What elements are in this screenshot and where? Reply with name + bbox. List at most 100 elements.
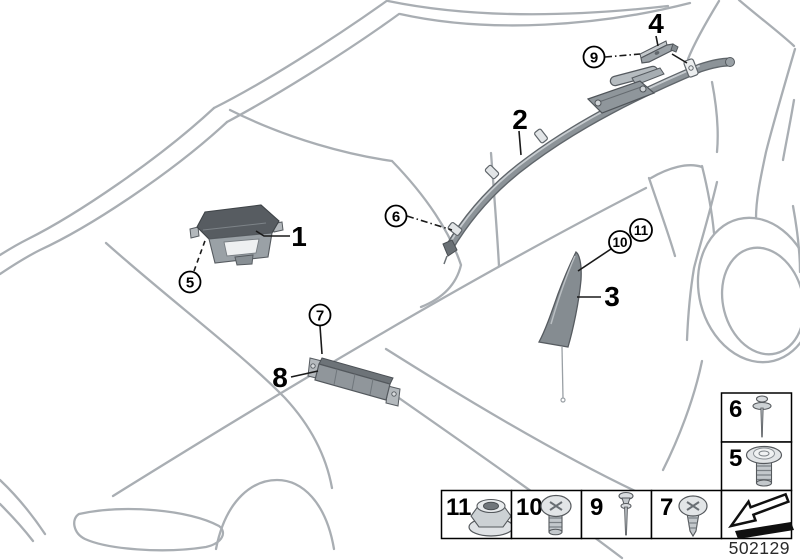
direction-of-travel-arrow-icon xyxy=(728,492,794,539)
legend-cell-arrow[interactable] xyxy=(720,489,795,540)
knee-bolt xyxy=(391,391,397,397)
car-roof-rear-near xyxy=(398,1,692,27)
part-curtain-airbag xyxy=(442,57,735,265)
leader-6-dashdot xyxy=(406,215,453,231)
leader-5-dashed xyxy=(193,237,207,272)
car-beltline xyxy=(111,186,648,498)
callout-8[interactable]: 8 xyxy=(272,362,288,393)
knee-rib xyxy=(351,373,356,391)
knee-rib xyxy=(333,368,338,386)
curtain-front-strap xyxy=(443,255,448,265)
car-seat-top-line xyxy=(649,164,704,180)
circled-callout-11-label: 11 xyxy=(634,223,649,238)
pillar-trim-tether-end xyxy=(560,397,566,403)
car-c-pillar-lower xyxy=(710,80,719,154)
circled-callout-6[interactable]: 6 xyxy=(384,204,408,228)
car-c-pillar-upper xyxy=(686,0,721,61)
callout-1[interactable]: 1 xyxy=(291,221,307,252)
generator-bolt xyxy=(594,99,602,107)
airbag1-left-tab xyxy=(189,226,200,239)
car-roof-far-edge xyxy=(212,0,390,110)
car-rear-bumper-edge xyxy=(791,204,800,274)
legend-cell-10-label: 10 xyxy=(516,494,543,521)
circled-callout-9-label: 9 xyxy=(590,49,598,66)
car-headlight xyxy=(73,507,225,552)
leader-4 xyxy=(655,35,659,47)
car-rocker-line-upper xyxy=(384,347,670,508)
part-pillar-trim xyxy=(537,251,582,403)
legend-cell-6[interactable]: 6 xyxy=(720,392,793,443)
car-c-pillar-near-sweep xyxy=(754,47,797,220)
bracket-tab xyxy=(670,43,679,53)
flange-nut-icon xyxy=(468,498,514,537)
flange-screw-icon xyxy=(745,445,783,487)
circled-callout-6-label: 6 xyxy=(392,208,400,225)
curtain-clips xyxy=(447,58,699,236)
circled-callout-7-label: 7 xyxy=(316,307,324,324)
callout-4[interactable]: 4 xyxy=(648,8,664,39)
car-roof-near-edge xyxy=(225,12,401,124)
car-front-wheel-arch xyxy=(214,478,336,551)
generator-bracket-line xyxy=(595,85,645,104)
car-seat-right-line xyxy=(700,164,716,235)
plain-callouts: 1 2 3 4 8 xyxy=(272,8,664,393)
car-b-pillar xyxy=(489,151,501,268)
leader-9-dashdot xyxy=(604,53,641,58)
legend-right-column: 6 5 xyxy=(720,392,793,492)
pillar-trim-highlight xyxy=(550,255,576,325)
circled-callout-10-label: 10 xyxy=(612,235,627,250)
knee-bolt xyxy=(310,363,316,369)
curtain-gas-generator xyxy=(586,65,665,114)
blind-rivet-icon xyxy=(618,491,634,536)
legend-cell-10[interactable]: 10 xyxy=(510,489,583,540)
tapping-screw-icon xyxy=(678,495,708,538)
pan-head-screw-icon xyxy=(540,494,572,536)
car-front-fender-line xyxy=(104,241,334,490)
legend-cell-7-label: 7 xyxy=(660,494,673,521)
legend-bottom-row: 11 10 9 xyxy=(440,489,795,540)
circled-callout-5-label: 5 xyxy=(186,274,194,291)
callout-3[interactable]: 3 xyxy=(604,281,620,312)
legend-cell-9[interactable]: 9 xyxy=(580,489,653,540)
curtain-clip-icon xyxy=(683,58,699,78)
legend-cell-9-label: 9 xyxy=(590,494,603,521)
drawing-number: 502129 xyxy=(729,538,790,558)
curtain-tube-body xyxy=(445,58,734,252)
car-a-pillar-far-lower xyxy=(0,120,229,276)
curtain-clip-icon xyxy=(484,164,500,180)
generator-bracket xyxy=(586,80,656,114)
legend-cell-11[interactable]: 11 xyxy=(440,489,514,540)
car-roof-rear-far xyxy=(386,0,670,16)
airbag1-top-ridge xyxy=(202,222,267,231)
car-rear-arch-to-sill xyxy=(661,359,704,472)
knee-rib xyxy=(369,378,374,396)
leader-8 xyxy=(290,370,319,378)
leader-7 xyxy=(319,325,323,355)
callout-2[interactable]: 2 xyxy=(512,104,528,135)
circled-callout-10[interactable]: 10 xyxy=(608,230,632,254)
curtain-tube-highlight xyxy=(447,65,700,247)
legend-cell-7[interactable]: 7 xyxy=(650,489,723,540)
bracket-hole xyxy=(654,51,660,55)
pin-rivet-icon xyxy=(752,395,772,438)
car-bumper-corner-lower xyxy=(0,502,35,543)
curtain-front-fitting xyxy=(442,239,458,257)
curtain-rear-clip-hole xyxy=(688,65,694,71)
leader-lines xyxy=(193,35,688,378)
pillar-trim-tether xyxy=(561,346,564,399)
legend-cell-5[interactable]: 5 xyxy=(720,441,793,492)
circled-callout-5[interactable]: 5 xyxy=(178,270,202,294)
part-roof-bracket xyxy=(639,40,679,64)
circled-callout-7[interactable]: 7 xyxy=(308,303,332,327)
car-a-pillar-far-upper xyxy=(0,106,216,257)
car-rear-quarter-line xyxy=(685,180,719,342)
leader-10 xyxy=(577,248,612,272)
car-seat-left-line xyxy=(647,176,677,258)
circled-callout-11[interactable]: 11 xyxy=(629,218,653,242)
car-a-pillar-near xyxy=(228,108,463,309)
airbag1-window xyxy=(223,238,260,257)
circled-callout-9[interactable]: 9 xyxy=(582,45,606,69)
part-knee-airbag xyxy=(307,357,401,407)
